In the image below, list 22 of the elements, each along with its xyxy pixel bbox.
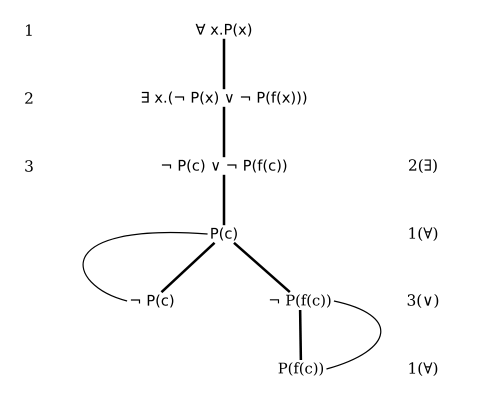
- branch-line: [160, 242, 216, 294]
- rule-annotation: 2(∃): [409, 158, 437, 173]
- branch-line: [222, 38, 226, 90]
- formula: ∃ x.(¬ P(x) ∨ ¬ P(f(x))): [142, 91, 306, 105]
- formula: ¬ P(f(c)): [270, 294, 330, 308]
- formula: ¬ P(c) ∨ ¬ P(f(c)): [162, 159, 286, 173]
- formula: ¬ P(c): [130, 294, 174, 308]
- line-number: 3: [25, 160, 33, 172]
- branch-line: [233, 242, 291, 293]
- curved-line: [82, 232, 208, 302]
- line-number: 1: [26, 24, 32, 36]
- branch-line: [222, 106, 226, 158]
- rule-annotation: 1(∀): [409, 362, 438, 376]
- formula: P(f(c)): [278, 362, 324, 376]
- curved-line: [326, 300, 382, 370]
- rule-annotation: 3(∨): [408, 294, 438, 308]
- line-number: 2: [25, 92, 32, 104]
- formula: ∀ x.P(x): [196, 23, 252, 37]
- branch-line: [298, 310, 302, 360]
- branch-line: [222, 174, 226, 226]
- formula: P(c): [211, 227, 237, 241]
- rule-annotation: 1(∀): [409, 226, 438, 241]
